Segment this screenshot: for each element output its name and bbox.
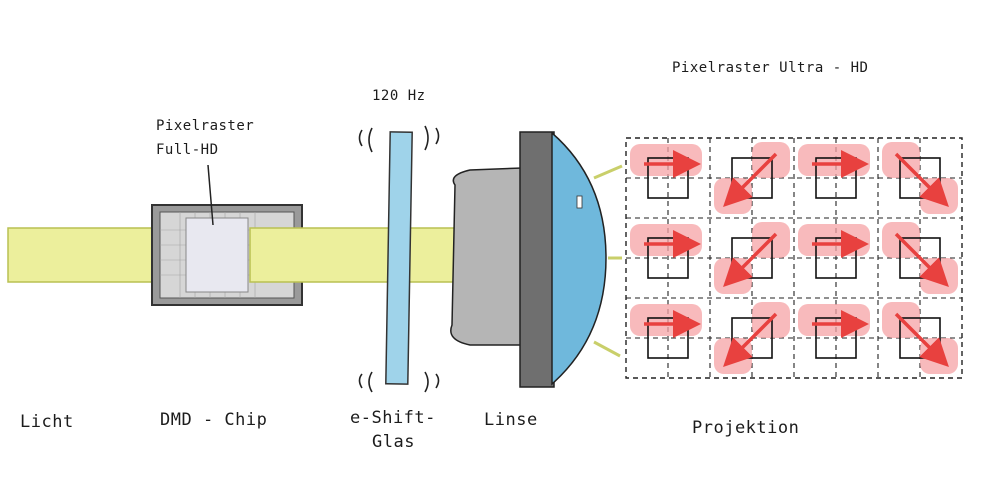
- fullhd-pointer: [207, 164, 214, 226]
- label-light: Licht: [20, 412, 74, 432]
- light-beam-middle: [249, 227, 391, 283]
- label-pixel-grid-uhd: Pixelraster Ultra - HD: [672, 60, 869, 76]
- label-eshift-1: e-Shift-: [350, 408, 436, 428]
- pixel-highlight: [630, 224, 702, 256]
- projection-grid: [625, 137, 963, 379]
- shift-arrow: [894, 232, 949, 287]
- pixel-square: [815, 317, 857, 359]
- pixel-square: [815, 237, 857, 279]
- output-rays: [593, 164, 623, 358]
- shift-arrow: [894, 152, 949, 207]
- pixel-highlight: [798, 304, 870, 336]
- pixel-square: [815, 157, 857, 199]
- eshift-glass: [385, 131, 413, 385]
- shift-arrow: [894, 312, 949, 367]
- label-dmd-chip: DMD - Chip: [160, 410, 268, 430]
- label-frequency: 120 Hz: [372, 88, 426, 104]
- shift-arrow: [723, 232, 778, 287]
- pixel-highlight: [630, 144, 702, 176]
- label-pixel-grid-fullhd-1: Pixelraster: [156, 118, 255, 134]
- pixel-square: [647, 237, 689, 279]
- pixel-highlight: [798, 224, 870, 256]
- label-eshift-2: Glas: [372, 432, 415, 452]
- lens: [450, 131, 607, 388]
- pixel-highlight: [630, 304, 702, 336]
- label-pixel-grid-fullhd-2: Full-HD: [156, 142, 219, 158]
- pixel-square: [647, 157, 689, 199]
- label-projection: Projektion: [692, 418, 800, 438]
- pixel-highlight: [798, 144, 870, 176]
- shift-arrow: [723, 152, 778, 207]
- pixel-square: [647, 317, 689, 359]
- label-lens: Linse: [484, 410, 538, 430]
- shift-arrow: [723, 312, 778, 367]
- vibration-marks: [358, 125, 440, 393]
